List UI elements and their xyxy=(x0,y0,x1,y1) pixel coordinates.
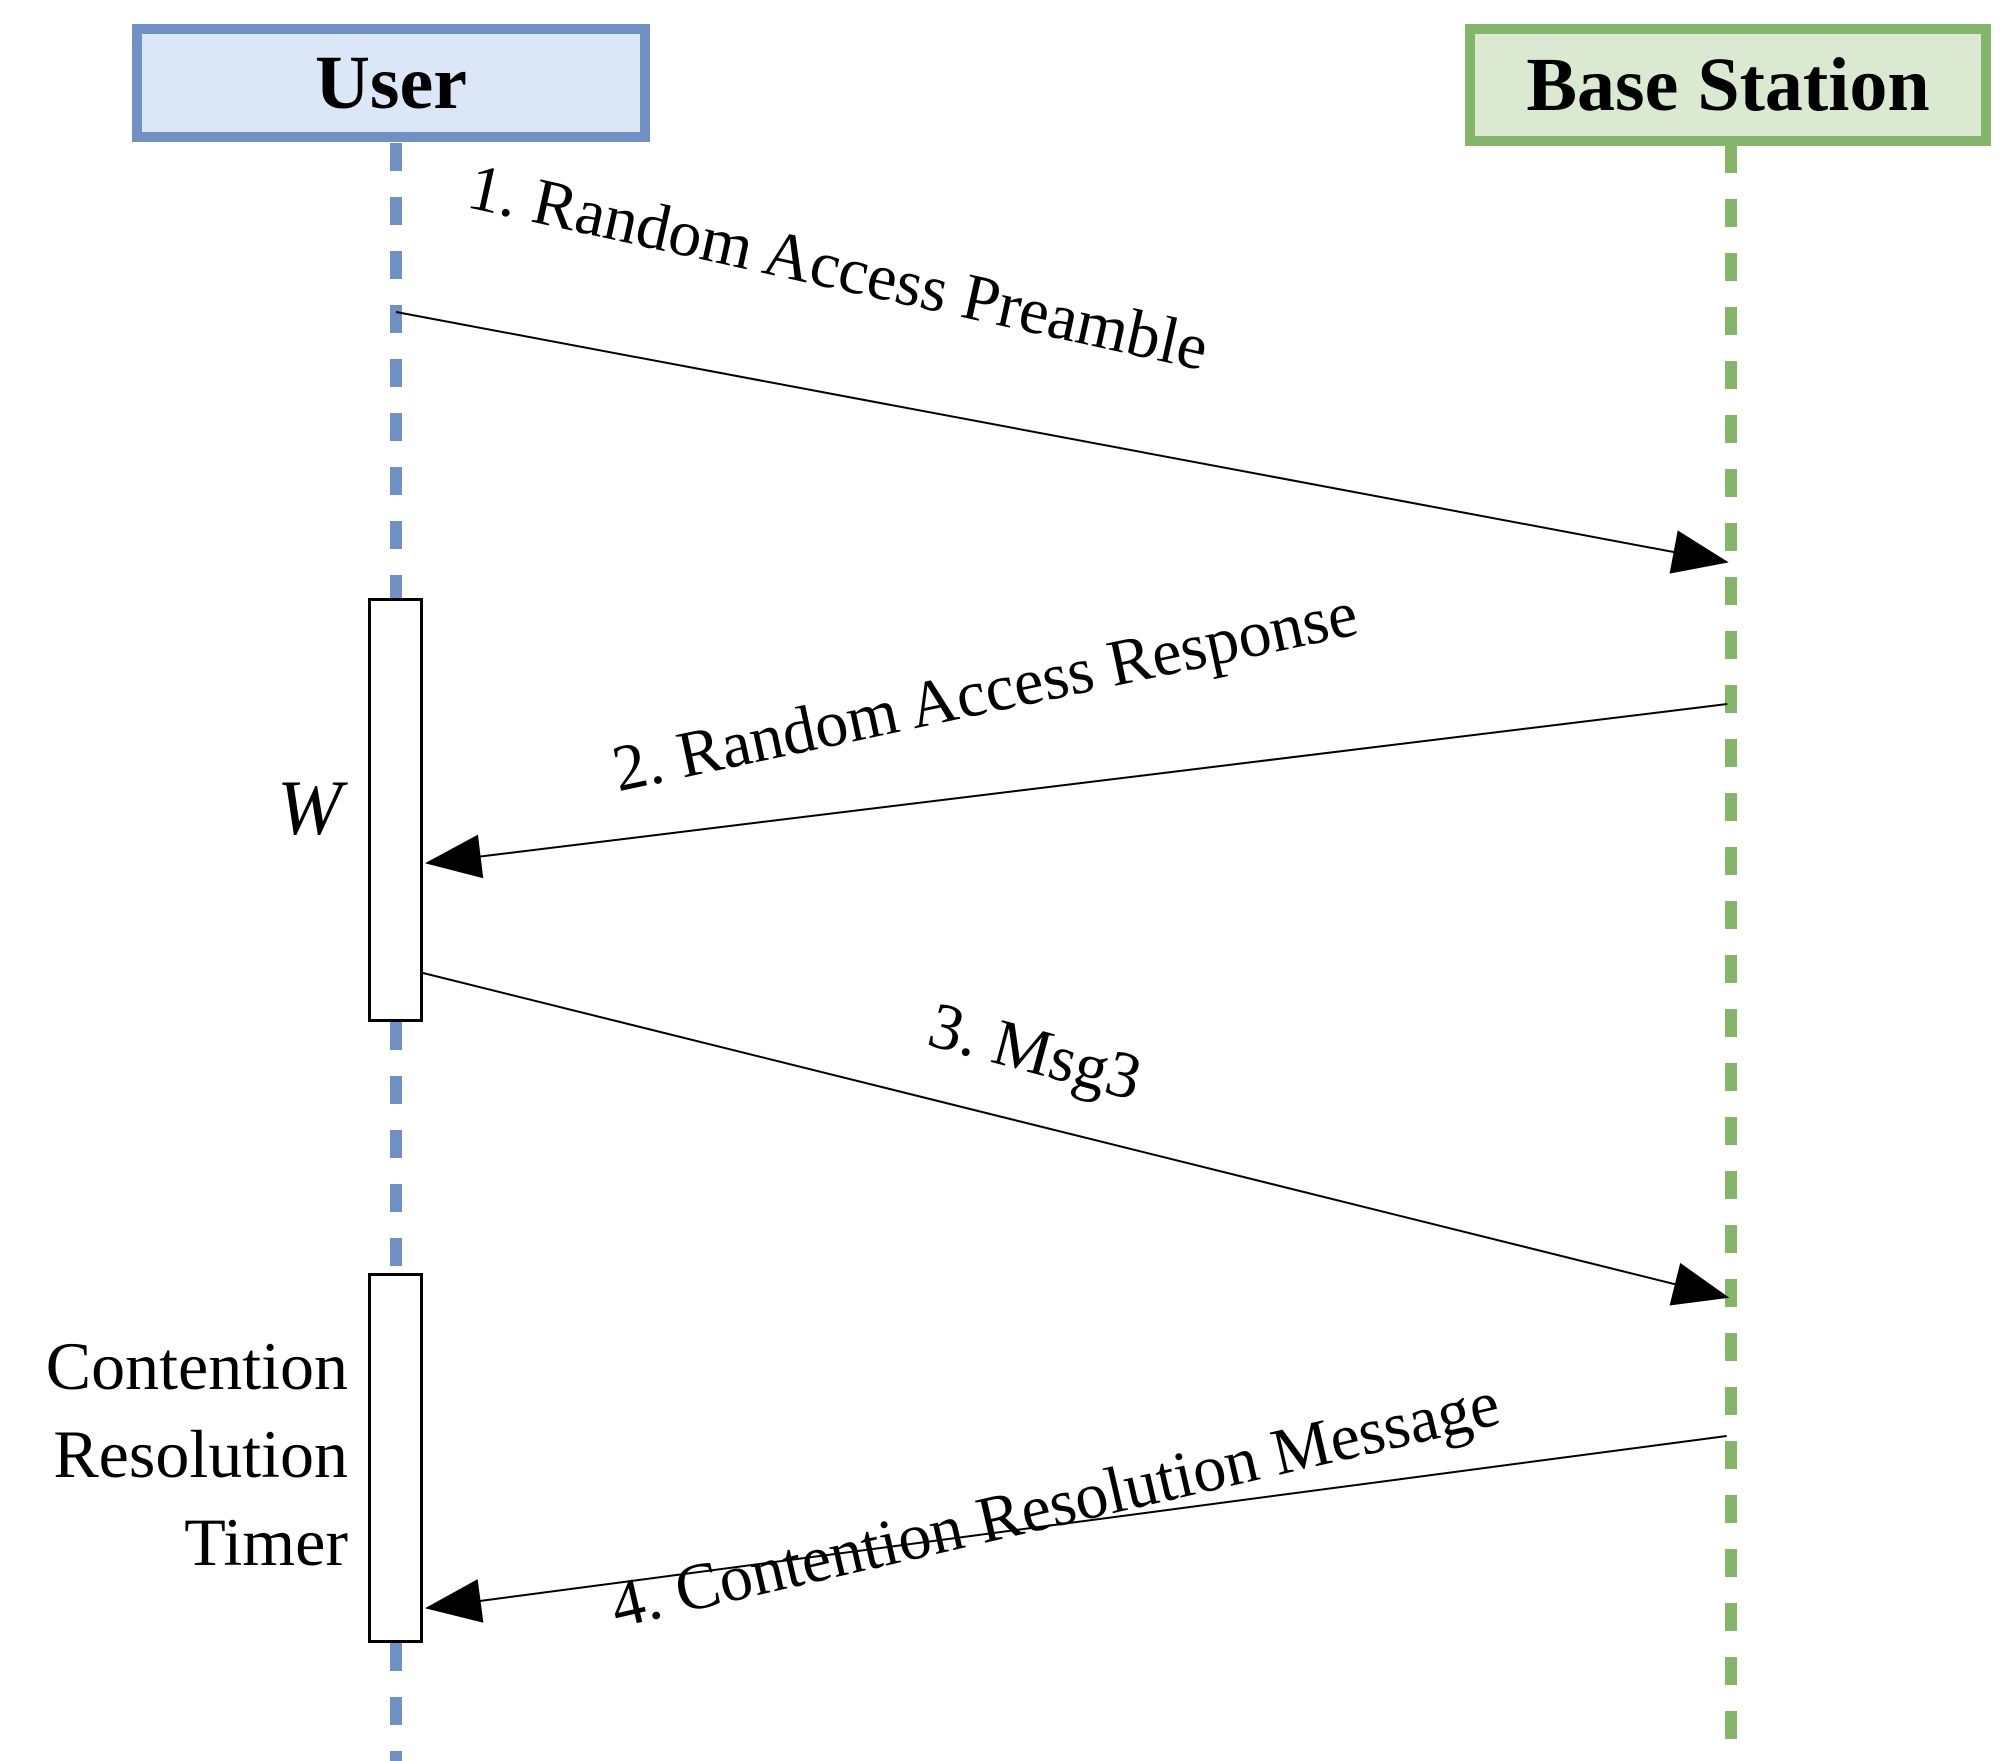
activation-box-contention-timer xyxy=(368,1273,423,1643)
arrowhead-left-icon xyxy=(422,1579,484,1631)
message-label-3: 3. Msg3 xyxy=(921,988,1150,1115)
actor-label-base-station: Base Station xyxy=(1526,42,1930,127)
actor-box-user: User xyxy=(132,24,650,142)
contention-resolution-timer-label: Contention Resolution Timer xyxy=(45,1328,348,1580)
message-arrow-3 xyxy=(422,972,1735,1320)
wait-window-label: W xyxy=(277,764,342,851)
arrowhead-left-icon xyxy=(422,834,484,886)
user-lifeline-segment-middle xyxy=(390,1022,402,1273)
user-lifeline-segment-bottom xyxy=(390,1643,402,1761)
user-lifeline-segment-top xyxy=(390,143,402,598)
activation-box-wait-window xyxy=(368,598,423,1022)
message-label-4: 4. Contention Resolution Message xyxy=(603,1366,1507,1643)
actor-label-user: User xyxy=(315,40,467,125)
base-station-lifeline xyxy=(1725,145,1737,1761)
message-label-2: 2. Random Access Response xyxy=(606,576,1364,807)
arrowhead-right-icon xyxy=(1669,530,1733,584)
message-label-1: 1. Random Access Preamble xyxy=(461,150,1215,385)
actor-box-base-station: Base Station xyxy=(1465,24,1991,146)
